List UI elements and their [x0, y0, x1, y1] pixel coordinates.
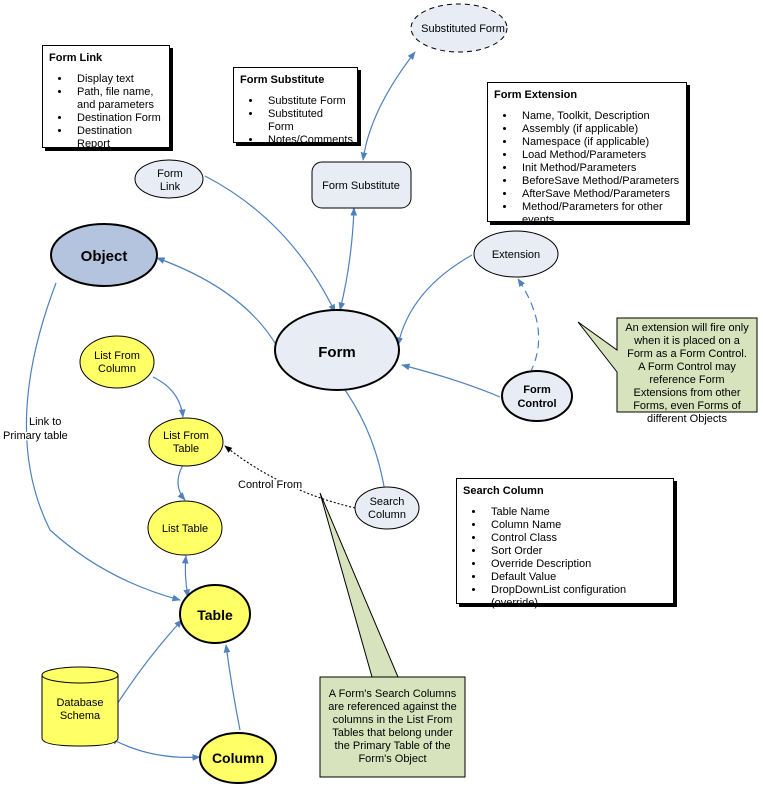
- search-column-box-item: Column Name: [485, 519, 667, 532]
- form-substitute-box: Form Substitute Substitute Form Substitu…: [233, 67, 358, 146]
- edge-listfromcolumn-to-listfromtable: [152, 376, 186, 418]
- svg-text:List From: List From: [163, 430, 209, 442]
- node-table: Table: [179, 584, 251, 644]
- form-extension-box-item: Init Method/Parameters: [516, 162, 680, 175]
- search-column-box-item: Table Name: [485, 506, 667, 519]
- edge-object-to-table: [25, 282, 181, 602]
- node-list-from-column: List From Column: [79, 335, 155, 389]
- svg-text:Form: Form: [523, 384, 551, 396]
- node-form: Form: [274, 309, 400, 391]
- search-column-box-item: Default Value: [485, 571, 667, 584]
- node-object: Object: [50, 223, 158, 287]
- node-column: Column: [199, 732, 277, 784]
- edge-substituted-to-substitute: [360, 51, 416, 161]
- form-link-box-item: Destination Form: [71, 112, 163, 125]
- search-column-box-item: DropDownList configuration (override): [485, 584, 667, 610]
- svg-text:Table: Table: [173, 443, 199, 455]
- svg-text:Schema: Schema: [60, 710, 101, 722]
- search-column-box-title: Search Column: [463, 485, 544, 497]
- svg-text:Database: Database: [56, 697, 103, 709]
- node-extension: Extension: [473, 230, 559, 278]
- form-substitute-box-item: Substitute Form: [262, 95, 351, 108]
- svg-text:Substituted Form: Substituted Form: [421, 23, 505, 35]
- svg-text:Extension: Extension: [492, 249, 540, 261]
- node-database-schema: Database Schema: [41, 666, 119, 747]
- search-column-box-item: Override Description: [485, 558, 667, 571]
- form-link-box-title: Form Link: [49, 52, 103, 64]
- extension-callout-text: An extension will fire only when it is p…: [625, 322, 749, 425]
- form-substitute-box-title: Form Substitute: [240, 74, 325, 86]
- svg-text:Control: Control: [517, 398, 556, 410]
- label-control-from: Control From: [238, 479, 302, 491]
- svg-text:Column: Column: [368, 509, 406, 521]
- form-substitute-box-item: Notes/Comments: [262, 134, 353, 147]
- edge-listfromtable-to-listtable: [177, 464, 186, 501]
- form-link-box: Form Link Display text Path, file name, …: [42, 45, 170, 151]
- svg-text:Link: Link: [160, 181, 181, 193]
- form-extension-box-item: Namespace (if applicable): [516, 136, 680, 149]
- svg-text:List From: List From: [94, 350, 140, 362]
- node-search-column: Search Column: [354, 486, 420, 530]
- svg-text:Object: Object: [81, 248, 128, 265]
- search-columns-callout-text: A Form's Search Columns are referenced a…: [328, 688, 457, 765]
- edge-formcontrol-to-form: [401, 363, 501, 398]
- edge-formcontrol-to-extension: [517, 278, 540, 374]
- edge-listtable-to-table: [181, 555, 190, 598]
- form-extension-box-item: BeforeSave Method/Parameters: [516, 175, 680, 188]
- svg-text:Form: Form: [157, 168, 183, 180]
- node-list-from-table: List From Table: [148, 417, 224, 467]
- svg-text:Search: Search: [370, 496, 405, 508]
- form-extension-box-item: Name, Toolkit, Description: [516, 110, 680, 123]
- edge-column-to-table: [223, 644, 241, 731]
- svg-text:Form Substitute: Form Substitute: [322, 180, 400, 192]
- svg-text:List Table: List Table: [162, 523, 208, 535]
- extension-callout-shape: [577, 317, 758, 413]
- form-link-box-item: Display text: [71, 73, 163, 86]
- node-form-link: Form Link: [134, 159, 204, 199]
- edge-dbschema-to-column: [109, 737, 201, 761]
- edge-formlink-to-form: [204, 175, 336, 313]
- node-form-substitute: Form Substitute: [311, 161, 412, 209]
- node-substituted-form: Substituted Form: [410, 3, 508, 53]
- form-extension-box-item: Load Method/Parameters: [516, 149, 680, 162]
- form-extension-box-item: Method/Parameters for other events: [516, 201, 680, 227]
- search-column-box: Search Column Table Name Column Name Con…: [456, 478, 674, 609]
- search-column-box-item: Sort Order: [485, 545, 667, 558]
- edge-extension-to-form: [396, 254, 473, 346]
- form-link-box-item: Destination Report: [71, 125, 163, 151]
- edge-form-to-object: [156, 257, 279, 349]
- svg-text:Table: Table: [197, 607, 233, 623]
- edge-table-to-dbschema: [111, 619, 183, 713]
- search-callout-shape: [319, 492, 466, 778]
- form-extension-box-title: Form Extension: [494, 89, 578, 101]
- form-extension-box-item: Assembly (if applicable): [516, 123, 680, 136]
- svg-text:Column: Column: [212, 750, 264, 766]
- node-form-control: Form Control: [501, 370, 573, 422]
- svg-text:Column: Column: [98, 363, 136, 375]
- form-extension-box: Form Extension Name, Toolkit, Descriptio…: [487, 82, 687, 226]
- form-link-box-item: Path, file name, and parameters: [71, 86, 163, 112]
- edge-search-to-form: [339, 382, 386, 493]
- form-substitute-box-item: Substituted Form: [262, 108, 351, 134]
- search-column-box-item: Control Class: [485, 532, 667, 545]
- edge-search-to-listfromtable-dotted: [224, 445, 356, 509]
- form-extension-box-item: AfterSave Method/Parameters: [516, 188, 680, 201]
- svg-text:Form: Form: [318, 344, 356, 361]
- edge-substitute-to-form: [338, 207, 358, 311]
- node-list-table: List Table: [147, 500, 223, 556]
